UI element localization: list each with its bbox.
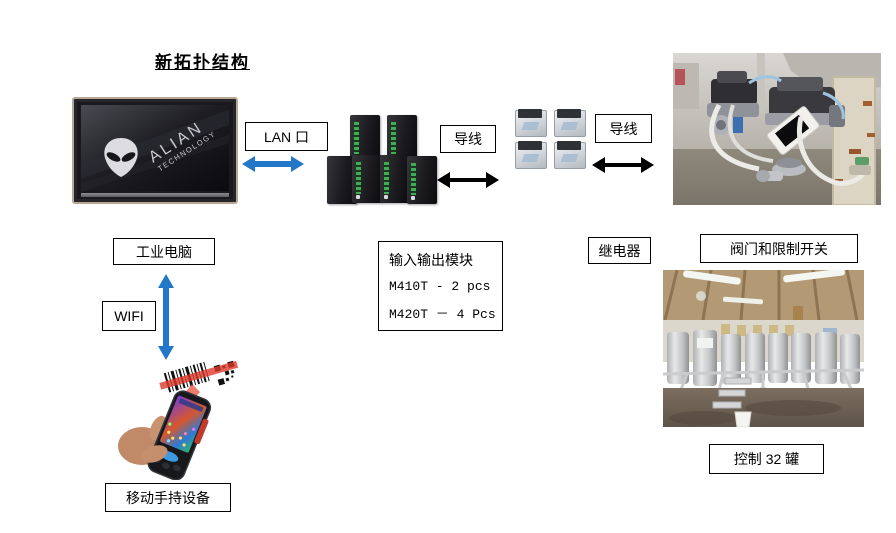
valve-limit-switch-label: 阀门和限制开关 <box>700 234 858 263</box>
control-tanks-label: 控制 32 罐 <box>709 444 824 474</box>
relay <box>554 141 586 169</box>
wire-left-label: 导线 <box>440 125 496 153</box>
tank-room-photo <box>663 270 864 427</box>
io-module-line1: M410T - 2 pcs <box>389 279 491 294</box>
relay-label: 继电器 <box>588 237 651 264</box>
monitor-base-strip <box>81 193 229 197</box>
lan-port-label: LAN 口 <box>245 122 328 151</box>
arrow-pc-wifi-handheld-icon <box>158 274 174 360</box>
io-module-title: 输入输出模块 <box>389 252 473 268</box>
relay <box>515 109 547 137</box>
io-module-spec-box: 输入输出模块 M410T - 2 pcs M420T － 4 Pcs <box>378 241 503 331</box>
relays-cluster <box>513 109 591 171</box>
io-module <box>407 156 437 204</box>
relay <box>515 141 547 169</box>
diagram-title: 新拓扑结构 <box>155 53 250 72</box>
monitor-screen: ALIAN TECHNOLOGY <box>81 105 229 191</box>
valves-limit-switch-photo <box>673 53 881 205</box>
barcode-icon <box>159 359 240 396</box>
alien-logo-icon: ALIAN TECHNOLOGY <box>81 105 229 191</box>
mobile-handheld-label: 移动手持设备 <box>105 483 231 512</box>
io-modules-cluster <box>326 112 438 204</box>
arrow-pc-lan-icon <box>242 156 304 172</box>
industrial-pc-monitor: ALIAN TECHNOLOGY <box>72 97 238 204</box>
io-module <box>380 155 410 203</box>
arrow-relays-valves-icon <box>592 157 654 173</box>
wifi-label: WIFI <box>102 301 156 331</box>
relay <box>554 109 586 137</box>
io-module <box>352 155 382 203</box>
industrial-pc-label: 工业电脑 <box>113 238 215 265</box>
arrow-modules-relays-icon <box>437 172 499 188</box>
handheld-scanner-photo <box>118 359 240 480</box>
io-module-line2: M420T － 4 Pcs <box>389 307 496 322</box>
wire-right-label: 导线 <box>595 114 652 143</box>
